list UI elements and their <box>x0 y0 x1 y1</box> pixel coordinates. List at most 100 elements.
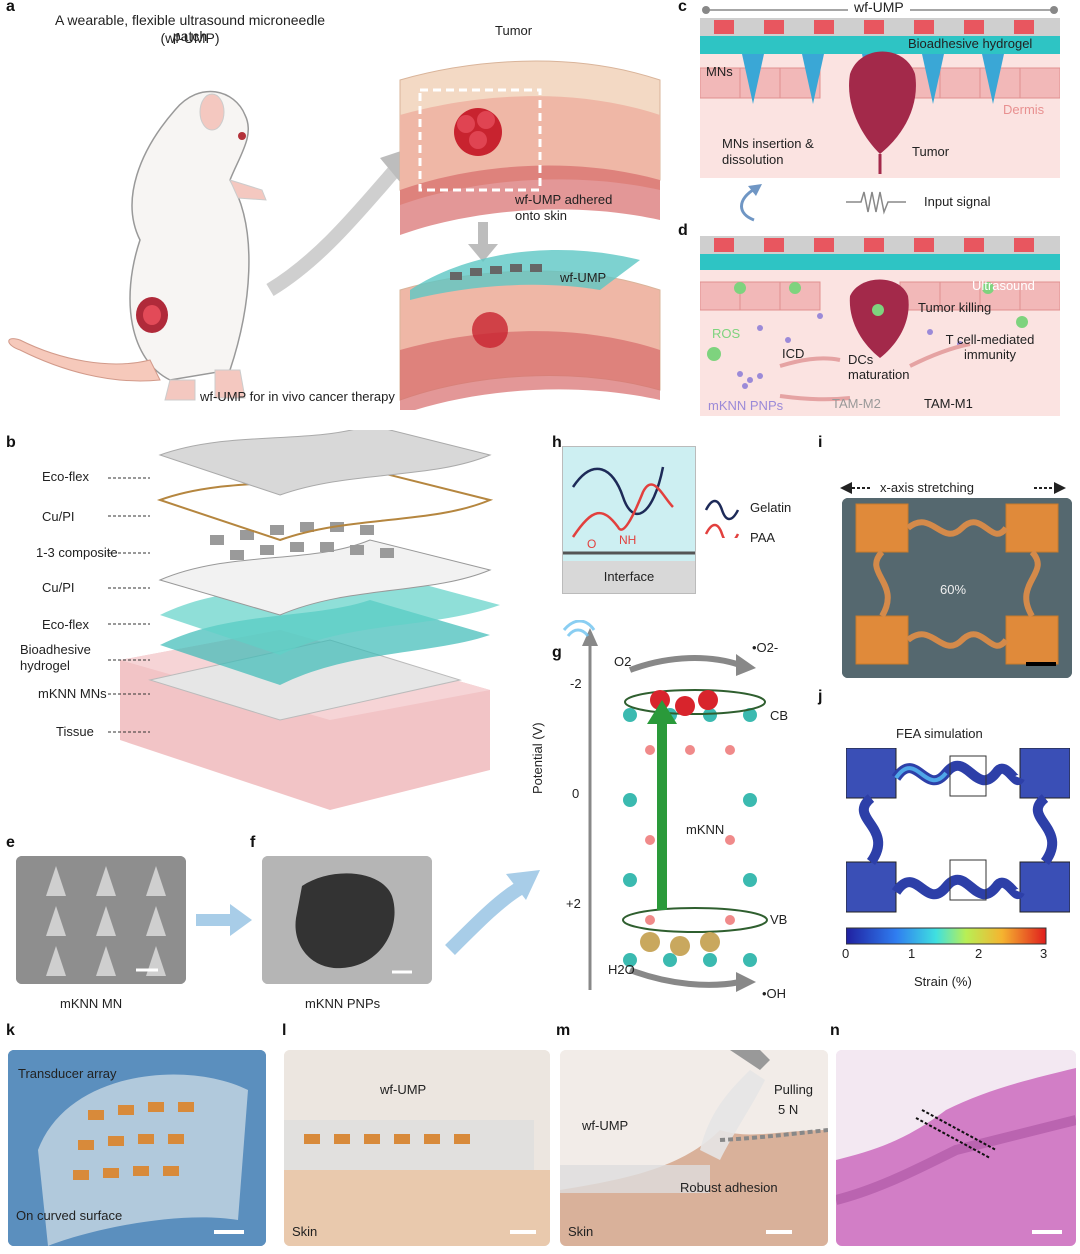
panel-label-m: m <box>556 1022 571 1039</box>
layer-label-6: mKNN MNs <box>38 686 107 701</box>
panel-l-photo: wf-UMP Skin <box>284 1050 550 1246</box>
panel-c-insertion-label: MNs insertion & dissolution <box>722 136 814 167</box>
panel-b-exploded-stack <box>120 430 500 810</box>
panel-d-pnps-label: mKNN PNPs <box>708 398 784 413</box>
colorbar-tick-0: 0 <box>842 946 850 961</box>
layer-leader-lines <box>108 477 150 733</box>
panel-f-tem <box>262 856 432 984</box>
panel-j-fea-graphic <box>846 748 1070 913</box>
panel-c-diagram <box>700 6 1060 178</box>
panel-a-tumor-label: Tumor <box>495 23 533 38</box>
f-to-g-arrow <box>445 870 540 955</box>
panel-f-caption: mKNN PNPs <box>305 996 381 1011</box>
panel-f-nanoparticle <box>262 856 432 984</box>
panel-d-tumor-killing-label: Tumor killing <box>918 300 992 315</box>
panel-l-top-label: wf-UMP <box>380 1082 427 1097</box>
layer-label-1: Cu/PI <box>42 509 75 524</box>
panel-label-i: i <box>818 434 823 451</box>
panel-d-icd-label: ICD <box>782 346 805 361</box>
panel-i-title: x-axis stretching <box>880 480 974 495</box>
panel-label-f: f <box>250 834 256 851</box>
panel-i-percent: 60% <box>940 582 967 597</box>
panel-n-tissue-section <box>836 1050 1076 1246</box>
skin-block-top <box>399 60 661 235</box>
panel-g-vb-label: VB <box>770 912 788 927</box>
panel-j-title: FEA simulation <box>896 726 983 741</box>
panel-c-mns-label: MNs <box>706 64 733 79</box>
panel-g-h2o-label: H2O <box>608 962 635 977</box>
e-to-f-arrow <box>196 904 252 936</box>
panel-label-h: h <box>552 434 562 451</box>
rat-illustration <box>8 90 267 401</box>
panel-j-xlabel: Strain (%) <box>914 974 972 989</box>
panel-j-colorbar <box>846 927 1047 945</box>
panel-a-illustration <box>8 60 661 410</box>
panel-label-j: j <box>818 688 823 705</box>
panel-label-b: b <box>6 434 16 451</box>
panel-a-wfump-label: wf-UMP <box>560 270 607 285</box>
panel-k-top-label: Transducer array <box>18 1066 117 1081</box>
panel-g-tick-1: 0 <box>572 786 580 801</box>
panel-h-legend-swatches <box>704 499 740 538</box>
panel-d-diagram <box>700 236 1060 416</box>
panel-label-e: e <box>6 834 15 851</box>
layer-label-0: Eco-flex <box>42 469 89 484</box>
panel-c-input-label: Input signal <box>924 194 991 209</box>
panel-g-o2-label: O2 <box>614 654 632 669</box>
panel-k-curved-array <box>8 1050 266 1246</box>
panel-g-tick-0: -2 <box>570 676 582 691</box>
panel-d-ros-label: ROS <box>712 326 741 341</box>
legend-gelatin: Gelatin <box>750 500 792 515</box>
layer-label-5: Bioadhesive hydrogel <box>20 642 91 673</box>
panel-h-nh-label: NH <box>619 533 637 547</box>
panel-label-c: c <box>678 0 687 15</box>
panel-label-a: a <box>6 0 15 15</box>
layer-label-2: 1-3 composite <box>36 545 118 560</box>
panel-m-force-label: 5 N <box>778 1102 799 1117</box>
panel-a-subtitle: (wf-UMP) <box>160 30 220 46</box>
panel-c-dermis-label: Dermis <box>1003 102 1045 117</box>
legend-paa: PAA <box>750 530 776 545</box>
panel-h-polymer-chains <box>563 466 695 555</box>
panel-g-tick-2: +2 <box>566 896 581 911</box>
panel-g-mknn-label: mKNN <box>686 822 725 837</box>
panel-d-tam1-label: TAM-M1 <box>924 396 973 411</box>
panel-i-stretch-arrows <box>840 482 1066 494</box>
panel-d-tcell-label: T cell-mediated immunity <box>945 332 1035 362</box>
panel-e-caption: mKNN MN <box>60 996 123 1011</box>
panel-m-pulling-label: Pulling <box>774 1082 814 1097</box>
panel-l-bottom-label: Skin <box>292 1224 318 1239</box>
panel-a-caption: wf-UMP for in vivo cancer therapy <box>200 389 395 404</box>
panel-g-cb-label: CB <box>770 708 789 723</box>
panel-g-superoxide-label: •O2- <box>752 640 779 655</box>
panel-c-title: wf-UMP <box>848 0 910 15</box>
panel-g-band-diagram <box>562 620 768 992</box>
layer-label-7: Tissue <box>56 724 94 739</box>
panel-a-title: A wearable, flexible ultrasound micronee… <box>54 12 326 44</box>
panel-label-n: n <box>830 1022 840 1039</box>
panel-c-tumor-label: Tumor <box>912 144 950 159</box>
panel-h-box: NH O Interface <box>562 446 696 594</box>
colorbar-tick-1: 1 <box>908 946 916 961</box>
panel-m-photo: wf-UMP Pulling 5 N Robust adhesion Skin <box>560 1050 828 1246</box>
panel-e-sem <box>16 856 186 984</box>
panel-h-interface-label: Interface <box>563 561 695 593</box>
panel-d-dcs-label: DCs maturation <box>848 352 910 382</box>
panel-d-tam2-label: TAM-M2 <box>832 396 881 411</box>
panel-k-photo: Transducer array On curved surface <box>8 1050 266 1246</box>
panel-k-bottom-label: On curved surface <box>16 1208 123 1223</box>
panel-i-photo: 60% <box>842 498 1072 678</box>
colorbar-tick-3: 3 <box>1040 946 1048 961</box>
panel-g-ylabel: Potential (V) <box>530 722 545 794</box>
panel-l-patch-on-skin <box>284 1050 550 1246</box>
panel-label-d: d <box>678 222 688 239</box>
panel-c-hydrogel-label: Bioadhesive hydrogel <box>908 36 1033 51</box>
panel-label-g: g <box>552 644 562 661</box>
panel-m-skin-label: Skin <box>568 1224 594 1239</box>
panel-d-ultrasound-label: Ultrasound <box>972 278 1035 293</box>
panel-label-l: l <box>282 1022 287 1039</box>
input-signal-graphic <box>740 184 906 222</box>
panel-e-microneedle-array <box>16 856 186 984</box>
panel-i-device-photo <box>842 498 1072 678</box>
panel-m-adhesion-test <box>560 1050 828 1246</box>
